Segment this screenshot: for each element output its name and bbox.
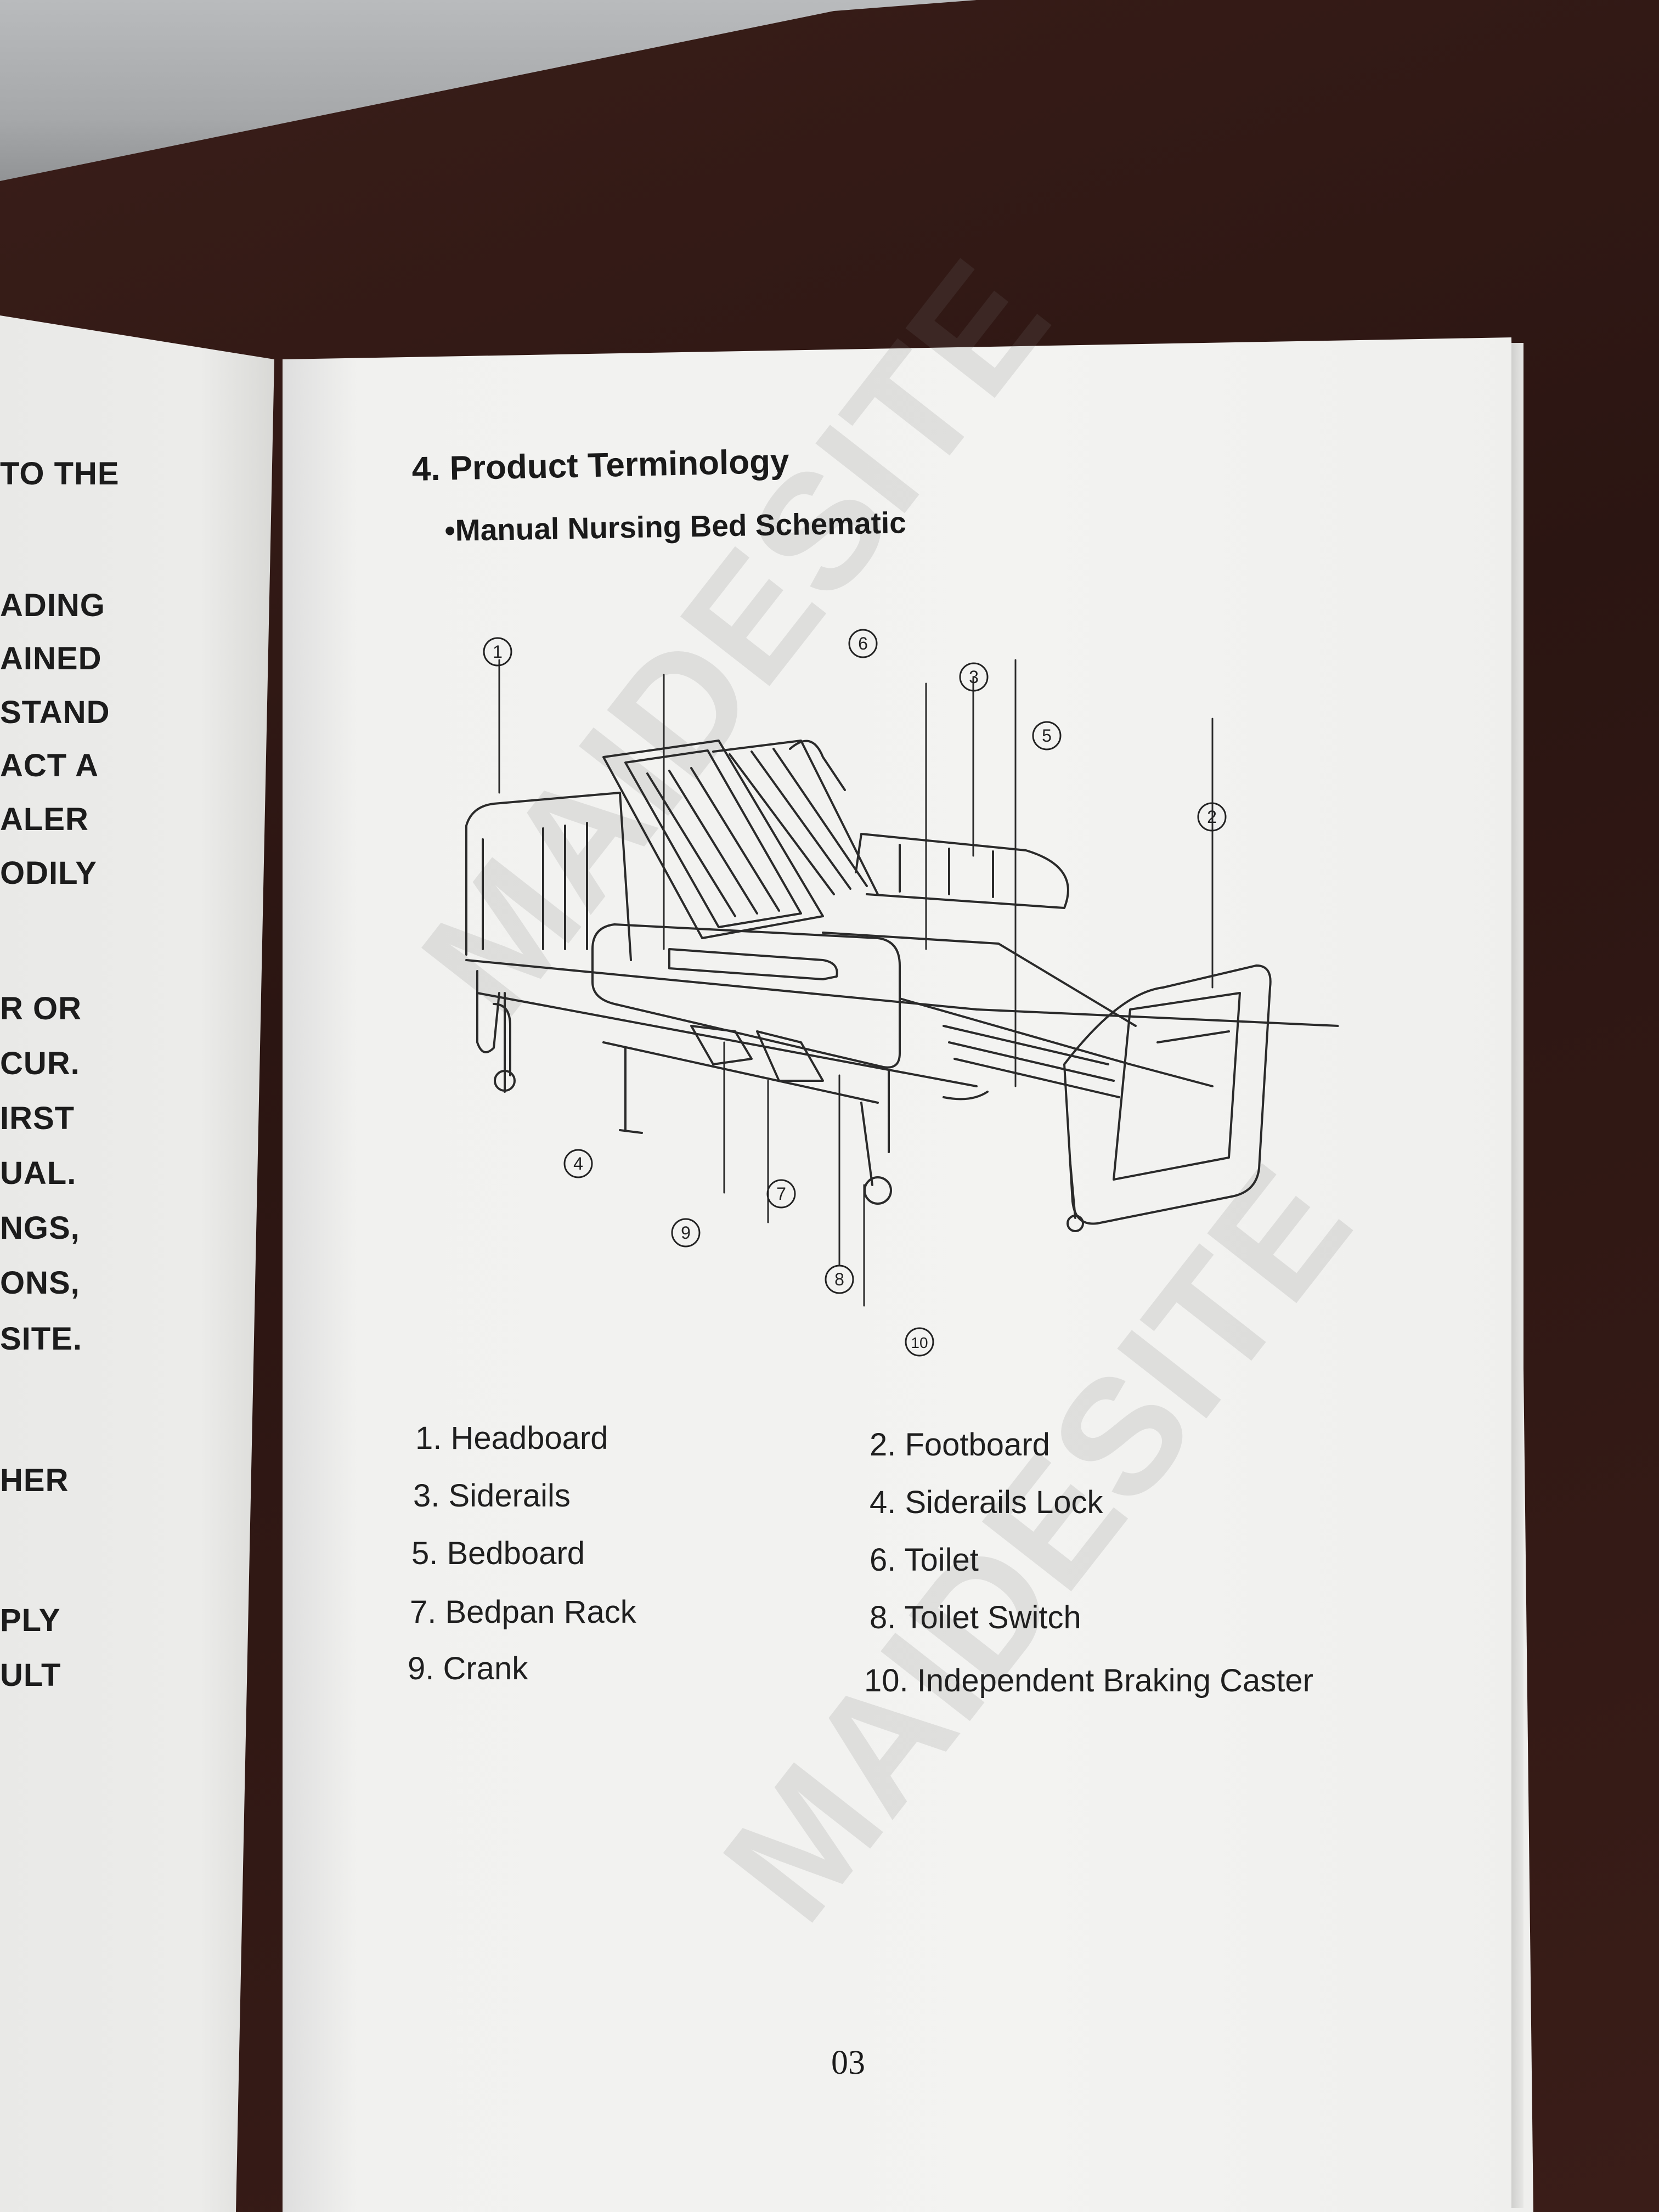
left-line: CUR. [0,1046,80,1081]
deck-drawing [822,932,1214,1098]
legend-item: 2. Footboard [870,1427,1050,1463]
legend-item: 7. Bedpan Rack [410,1594,636,1630]
left-line: TO THE [0,456,120,492]
leader-lines [498,659,1214,1307]
bed-schematic [406,609,1340,1388]
left-line: PLY [0,1602,61,1638]
legend-item: 6. Toilet [870,1542,979,1578]
legend-item: 8. Toilet Switch [870,1600,1081,1635]
left-page-text: TO THE ADING AINED STAND ACT A ALER ODIL… [0,315,230,2212]
legs-drawing [476,970,1084,1232]
left-line: AINED [0,641,102,676]
left-line: HER [0,1463,69,1498]
left-page: TO THE ADING AINED STAND ACT A ALER ODIL… [0,315,274,2212]
left-line: UAL. [0,1155,77,1191]
left-line: ALER [0,802,89,837]
left-line: ULT [0,1657,61,1693]
legend-item: 5. Bedboard [411,1536,585,1571]
siderail-far-drawing [855,833,1069,909]
siderail-near-drawing [591,923,901,1069]
backrest-drawing [602,740,879,939]
left-line: ONS, [0,1265,80,1301]
frame-drawing [465,959,1340,1153]
left-line: NGS, [0,1210,80,1246]
legend-item: 9. Crank [408,1651,528,1686]
legend-item: 4. Siderails Lock [870,1485,1103,1520]
headboard-drawing [465,792,632,961]
mechanism-drawing [690,1025,989,1101]
section-title: 4. Product Terminology [411,442,790,488]
left-line: ADING [0,588,105,623]
left-line: R OR [0,991,82,1026]
legend-item: 3. Siderails [413,1478,571,1514]
page-number: 03 [831,2044,865,2081]
page-edge [1511,343,1523,2208]
legend-item: 10. Independent Braking Caster [864,1663,1313,1699]
left-line: IRST [0,1101,75,1136]
footboard-drawing [1063,964,1272,1225]
legend-item: 1. Headboard [415,1420,608,1456]
left-line: SITE. [0,1321,83,1357]
left-line: ACT A [0,748,99,783]
left-line: ODILY [0,855,97,891]
left-line: STAND [0,695,110,730]
